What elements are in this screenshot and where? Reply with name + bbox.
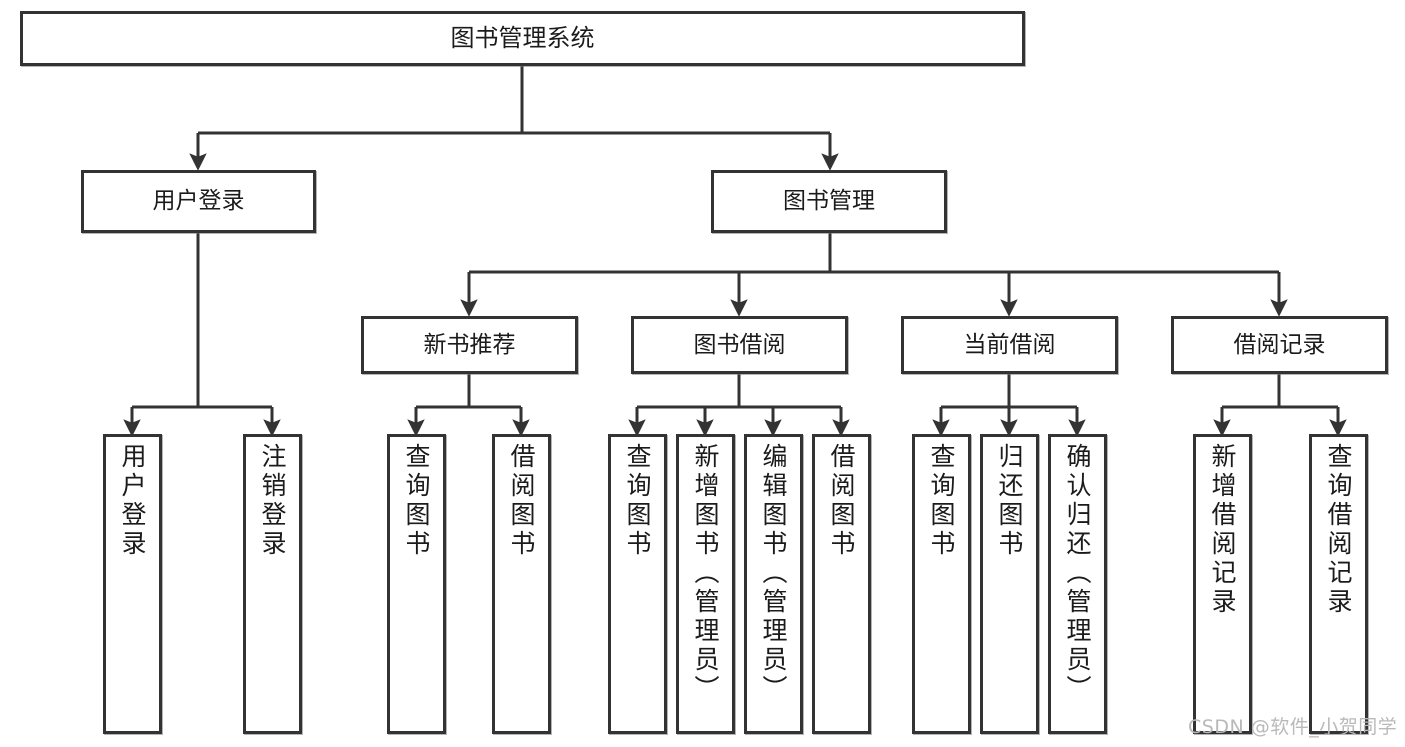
node-root[interactable]: 图书管理系统 xyxy=(20,11,1025,66)
node-leaf-add-book[interactable]: 新增图书（管理员） xyxy=(676,434,735,734)
node-leaf-query-book-1[interactable]: 查询图书 xyxy=(387,434,446,734)
node-leaf-user-login-label: 用户登录 xyxy=(118,443,147,559)
node-leaf-query-record-label: 查询借阅记录 xyxy=(1324,443,1353,617)
node-leaf-borrow-book-1[interactable]: 借阅图书 xyxy=(492,434,551,734)
node-leaf-query-record[interactable]: 查询借阅记录 xyxy=(1309,434,1368,734)
node-leaf-add-record-label: 新增借阅记录 xyxy=(1208,443,1237,617)
node-borrow-record[interactable]: 借阅记录 xyxy=(1171,316,1388,374)
node-leaf-add-book-label: 新增图书（管理员） xyxy=(691,443,720,704)
node-leaf-query-book-2-label: 查询图书 xyxy=(623,443,652,559)
node-leaf-return-book[interactable]: 归还图书 xyxy=(980,434,1039,734)
node-leaf-edit-book[interactable]: 编辑图书（管理员） xyxy=(744,434,803,734)
node-leaf-borrow-book-2[interactable]: 借阅图书 xyxy=(812,434,871,734)
node-current-borrow-label: 当前借阅 xyxy=(963,331,1056,358)
node-leaf-query-book-3[interactable]: 查询图书 xyxy=(912,434,971,734)
node-leaf-confirm-return-label: 确认归还（管理员） xyxy=(1063,443,1092,704)
node-leaf-add-record[interactable]: 新增借阅记录 xyxy=(1193,434,1252,734)
node-user-login-label: 用户登录 xyxy=(152,188,245,215)
node-new-book-recommend-label: 新书推荐 xyxy=(423,331,516,358)
node-book-management[interactable]: 图书管理 xyxy=(711,170,947,233)
node-borrow-record-label: 借阅记录 xyxy=(1233,331,1326,358)
node-leaf-borrow-book-1-label: 借阅图书 xyxy=(507,443,536,559)
node-book-borrow-label: 图书借阅 xyxy=(693,331,786,358)
node-leaf-query-book-3-label: 查询图书 xyxy=(927,443,956,559)
node-root-label: 图书管理系统 xyxy=(450,23,595,52)
node-book-borrow[interactable]: 图书借阅 xyxy=(631,316,848,374)
node-leaf-borrow-book-2-label: 借阅图书 xyxy=(827,443,856,559)
node-leaf-query-book-1-label: 查询图书 xyxy=(402,443,431,559)
node-leaf-return-book-label: 归还图书 xyxy=(995,443,1024,559)
node-leaf-query-book-2[interactable]: 查询图书 xyxy=(608,434,667,734)
node-leaf-edit-book-label: 编辑图书（管理员） xyxy=(759,443,788,704)
node-leaf-user-login[interactable]: 用户登录 xyxy=(103,434,162,734)
node-new-book-recommend[interactable]: 新书推荐 xyxy=(361,316,578,374)
node-leaf-confirm-return[interactable]: 确认归还（管理员） xyxy=(1048,434,1107,734)
node-book-management-label: 图书管理 xyxy=(783,188,875,215)
node-user-login[interactable]: 用户登录 xyxy=(81,170,316,233)
node-leaf-logout-login-label: 注销登录 xyxy=(258,443,287,559)
node-current-borrow[interactable]: 当前借阅 xyxy=(901,316,1118,374)
node-leaf-logout-login[interactable]: 注销登录 xyxy=(243,434,302,734)
